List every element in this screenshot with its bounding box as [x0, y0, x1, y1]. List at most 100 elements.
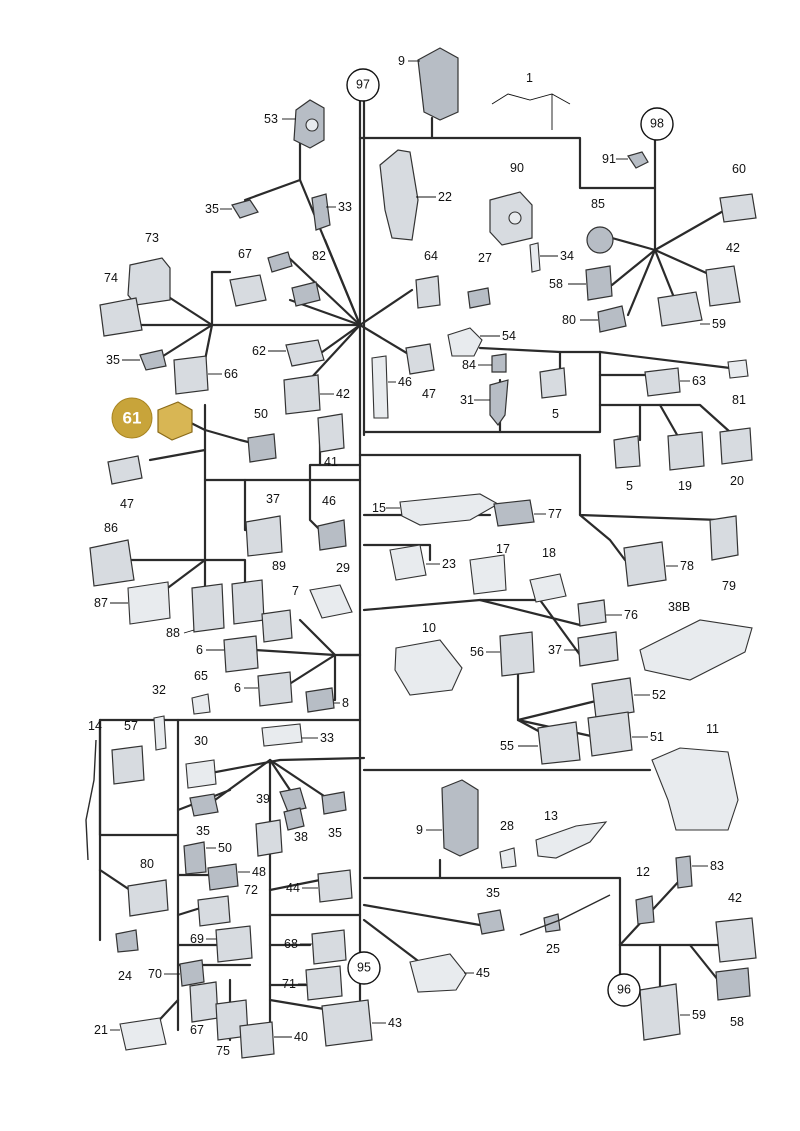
- callout-17: 17: [496, 542, 510, 556]
- callout-89: 89: [272, 559, 286, 573]
- callout-35-b: 35: [106, 353, 120, 367]
- callout-50-a: 50: [254, 407, 268, 421]
- callout-14: 14: [88, 719, 102, 733]
- callout-35-e: 35: [486, 886, 500, 900]
- callout-56: 56: [470, 645, 484, 659]
- part-60-block: [719, 193, 757, 223]
- part-86-connector: [89, 539, 135, 587]
- part-11-module: [651, 747, 739, 831]
- callout-28: 28: [500, 819, 514, 833]
- callout-70: 70: [148, 967, 162, 981]
- callout-1: 1: [526, 71, 533, 85]
- callout-12: 12: [636, 865, 650, 879]
- callout-30: 30: [194, 734, 208, 748]
- callout-19: 19: [678, 479, 692, 493]
- callout-91: 91: [602, 152, 616, 166]
- callout-51: 51: [650, 730, 664, 744]
- callout-57: 57: [124, 719, 138, 733]
- highlight-marker-61: 61: [111, 397, 153, 439]
- part-61-highlighted-connector: [157, 401, 193, 441]
- callout-65: 65: [194, 669, 208, 683]
- part-10-bracket: [394, 639, 463, 696]
- callout-50-b: 50: [218, 841, 232, 855]
- part-87-block: [127, 581, 171, 625]
- callout-53: 53: [264, 112, 278, 126]
- callout-38b: 38B: [668, 600, 690, 614]
- callout-35-d: 35: [328, 826, 342, 840]
- callout-37-b: 37: [548, 643, 562, 657]
- callout-33: 33: [338, 200, 352, 214]
- callout-63: 63: [692, 374, 706, 388]
- marker-95: 95: [347, 951, 381, 985]
- callout-59-b: 59: [692, 1008, 706, 1022]
- callout-66: 66: [224, 367, 238, 381]
- callout-38: 38: [294, 830, 308, 844]
- callout-15: 15: [372, 501, 386, 515]
- part-22-duct: [379, 149, 419, 241]
- part-9-connector: [417, 47, 459, 121]
- connection-markers: 97 98 95 96 61: [111, 68, 674, 1007]
- callout-59-a: 59: [712, 317, 726, 331]
- callout-83: 83: [710, 859, 724, 873]
- svg-text:96: 96: [617, 982, 631, 996]
- callout-20: 20: [730, 474, 744, 488]
- callout-5-b: 5: [626, 479, 633, 493]
- callout-8: 8: [342, 696, 349, 710]
- marker-98: 98: [640, 107, 674, 141]
- callout-labels: 9 1 53 22 35 33 90 91 60 73 67 82 64 27 …: [88, 54, 746, 1058]
- callout-42-a: 42: [726, 241, 740, 255]
- svg-text:97: 97: [356, 77, 370, 91]
- callout-37-a: 37: [266, 492, 280, 506]
- callout-75: 75: [216, 1044, 230, 1058]
- callout-18: 18: [542, 546, 556, 560]
- callout-52: 52: [652, 688, 666, 702]
- callout-79: 79: [722, 579, 736, 593]
- callout-23: 23: [442, 557, 456, 571]
- callout-10: 10: [422, 621, 436, 635]
- callout-74: 74: [104, 271, 118, 285]
- callout-72: 72: [244, 883, 258, 897]
- callout-81: 81: [732, 393, 746, 407]
- callout-13: 13: [544, 809, 558, 823]
- callout-80-b: 80: [140, 857, 154, 871]
- harness-wires: [98, 93, 732, 1042]
- callout-88: 88: [166, 626, 180, 640]
- callout-22: 22: [438, 190, 452, 204]
- callout-58-a: 58: [549, 277, 563, 291]
- callout-44: 44: [286, 881, 300, 895]
- callout-90: 90: [510, 161, 524, 175]
- callout-67-b: 67: [190, 1023, 204, 1037]
- callout-32: 32: [152, 683, 166, 697]
- callout-33-b: 33: [320, 731, 334, 745]
- callout-86: 86: [104, 521, 118, 535]
- callout-5-a: 5: [552, 407, 559, 421]
- callout-41: 41: [324, 455, 338, 469]
- callout-80-a: 80: [562, 313, 576, 327]
- callout-25: 25: [546, 942, 560, 956]
- callout-9-b: 9: [416, 823, 423, 837]
- callout-34: 34: [560, 249, 574, 263]
- callout-77: 77: [548, 507, 562, 521]
- callout-21: 21: [94, 1023, 108, 1037]
- callout-42-b: 42: [336, 387, 350, 401]
- callout-58-b: 58: [730, 1015, 744, 1029]
- svg-text:95: 95: [357, 960, 371, 974]
- callout-68: 68: [284, 937, 298, 951]
- callout-47-b: 47: [120, 497, 134, 511]
- callout-47-a: 47: [422, 387, 436, 401]
- callout-62: 62: [252, 344, 266, 358]
- part-85-round-connector: [586, 226, 614, 254]
- callout-6-a: 6: [196, 643, 203, 657]
- callout-7: 7: [292, 584, 299, 598]
- svg-text:61: 61: [123, 408, 142, 427]
- callout-85: 85: [591, 197, 605, 211]
- callout-40: 40: [294, 1030, 308, 1044]
- marker-97: 97: [346, 68, 380, 102]
- callout-6-b: 6: [234, 681, 241, 695]
- callout-73: 73: [145, 231, 159, 245]
- callout-46-a: 46: [398, 375, 412, 389]
- callout-35-a: 35: [205, 202, 219, 216]
- callout-64: 64: [424, 249, 438, 263]
- callout-46-b: 46: [322, 494, 336, 508]
- callout-29: 29: [336, 561, 350, 575]
